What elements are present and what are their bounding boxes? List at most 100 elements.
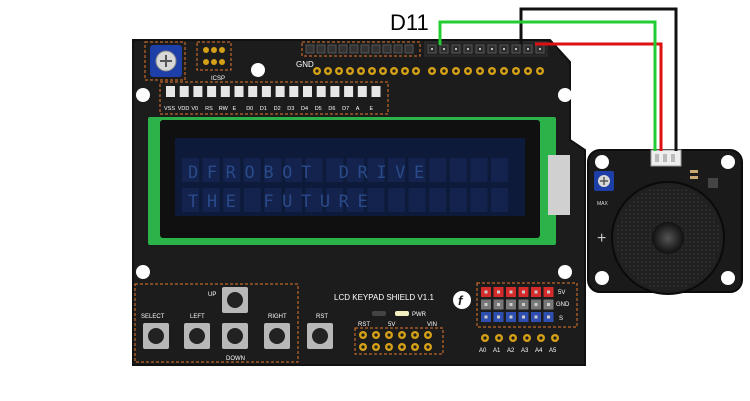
lcd-pin [371,86,381,97]
gnd-wire [519,7,678,151]
lcd-pin [357,86,367,97]
lcd-cell [388,158,405,182]
mount-hole [251,63,265,77]
wires [438,7,678,151]
lcd-cell [182,188,199,212]
mount-hole [595,271,609,285]
smd-component [690,170,698,173]
lcd-pin [275,86,285,97]
lcd-cell [264,188,282,212]
left-button[interactable] [184,323,210,349]
lcd-cell [367,188,385,212]
lcd-cell [491,188,508,212]
header-pin [382,44,392,54]
lcd-pin-label: V0 [191,106,198,112]
lcd-pin-label: D0 [246,106,253,112]
header-pin [371,44,381,54]
lcd-cell [429,188,447,212]
lcd-pin-label: VSS [164,106,175,112]
lcd-pin [330,86,340,97]
down-label: DOWN [226,356,245,362]
lcd-cell [408,158,426,182]
keypad: UP SELECT LEFT DOWN RIGHT [134,283,299,363]
pwr-label: PWR [412,312,427,318]
smd-component [690,176,698,179]
potentiometer [144,41,186,81]
analog-gnd-label: GND [556,302,570,308]
lcd-cell [243,158,261,182]
header-pin [316,44,326,54]
lcd-cell [470,188,488,212]
lcd-pin [220,86,230,97]
lcd-pin-label: D5 [315,106,322,112]
select-button[interactable] [143,323,169,349]
lcd-cell [202,158,220,182]
analog-s-label: S [559,316,563,322]
lcd-cell [182,158,199,182]
header-pin [360,44,370,54]
icsp-label: ICSP [211,76,225,82]
icsp-header: ICSP [196,41,232,82]
lcd-pin [179,86,189,97]
lcd-cell [202,188,220,212]
header-pin [305,44,315,54]
lcd-cell [305,188,323,212]
lcd-cell [326,188,344,212]
power-header [354,327,444,355]
lcd-pin [248,86,258,97]
lcd-cell [223,158,241,182]
lcd-pin [344,86,354,97]
lcd-cell [223,188,241,212]
rst-pin-label: RST [358,322,370,328]
lcd-cell [491,158,508,182]
lcd-cell [408,188,426,212]
volume-potentiometer [594,171,614,191]
plus-label: + [597,230,606,247]
top-header-left [301,41,421,57]
lcd-pin-label: E [233,106,237,112]
analog-sensor-header: 5V GND S [476,282,578,328]
lcd-cell [429,158,447,182]
header-pin [404,44,414,54]
analog-5v-label: 5V [558,290,565,296]
signal-wire [438,20,657,151]
lcd-pin-label: D6 [328,106,335,112]
rst-button[interactable] [307,323,333,349]
mount-hole [136,265,150,279]
lcd-cell [449,158,467,182]
analog-pin-label: A0 [479,348,487,354]
up-button[interactable] [222,287,248,313]
top-header-right [424,41,548,57]
lcd-pin [289,86,299,97]
speaker-connector [650,149,682,167]
lcd-pin [303,86,312,97]
up-label: UP [208,292,216,298]
max-label: MAX [597,201,609,207]
analog-pin-label: A5 [549,348,557,354]
lcd-pin [234,86,244,97]
lcd-pin-label: A [356,106,360,112]
lcd-pin-label: VDD [178,106,190,112]
lcd-pin-label: D4 [301,106,308,112]
header-pin [349,44,359,54]
right-button[interactable] [264,323,290,349]
lcd-pin [166,86,175,97]
lcd-pin [207,86,217,97]
lcd-module: DFROBOT DRIVE THE FUTURE [148,117,570,245]
down-button[interactable] [222,323,248,349]
lcd-cell [346,188,364,212]
lcd-pin-label: RS [205,106,213,112]
lcd-cell [449,188,467,212]
speaker-module: MAX + [587,149,743,295]
speaker-cone [611,181,725,295]
mount-hole [721,155,735,169]
lcd-cell [305,158,323,182]
lcd-cell [243,188,261,212]
pwr-led [395,311,409,316]
lcd-pin [193,86,203,97]
select-label: SELECT [141,314,165,320]
lcd-cell [326,158,344,182]
lcd-cell [285,188,302,212]
